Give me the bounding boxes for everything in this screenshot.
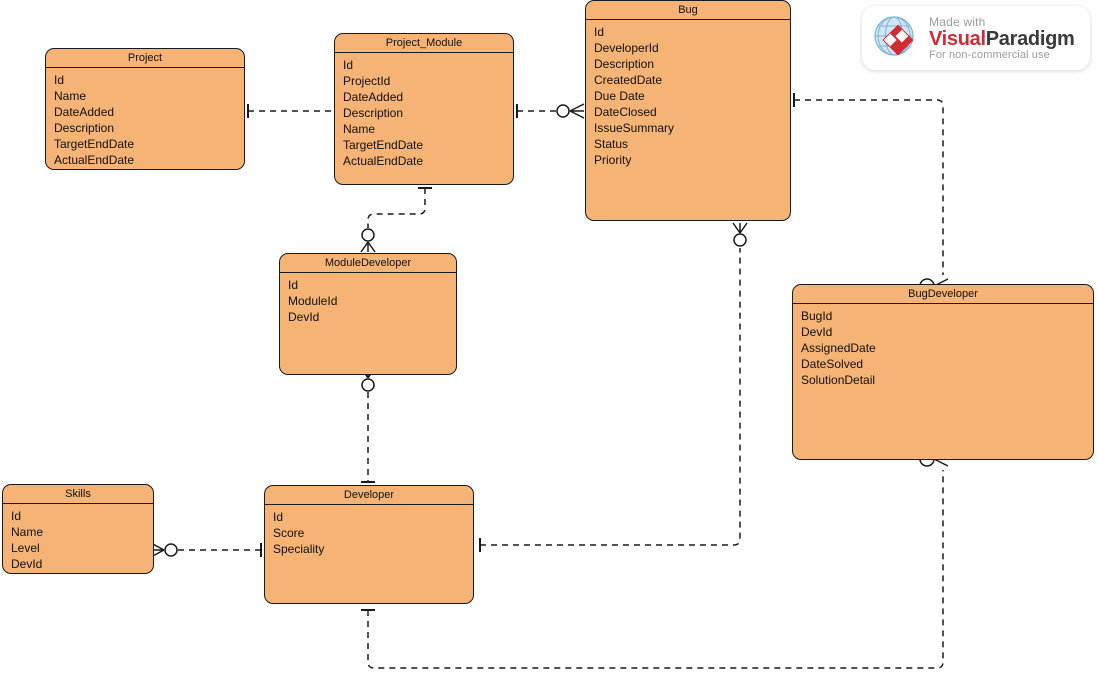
attribute: Name [54, 89, 87, 103]
attribute-list: Id ProjectId DateAdded Description Name … [335, 53, 513, 169]
attribute: Id [594, 25, 605, 39]
attribute: ProjectId [343, 74, 391, 88]
attribute: DateSolved [801, 357, 864, 371]
connector-bug-bugdeveloper[interactable] [793, 93, 949, 294]
entity-title: Project [46, 49, 244, 68]
attribute: Id [11, 509, 22, 523]
attribute-list: Id DeveloperId Description CreatedDate D… [586, 20, 790, 168]
attribute: Description [594, 57, 655, 71]
attribute: TargetEndDate [54, 137, 135, 151]
attribute: Name [343, 122, 376, 136]
watermark-product-first: Visual [929, 27, 986, 50]
entity-skills[interactable]: Skills Id Name Level DevId [2, 484, 154, 574]
watermark-license: For non-commercial use [929, 48, 1050, 61]
attribute: ActualEndDate [343, 154, 424, 168]
attribute: DevId [288, 310, 320, 324]
entity-project[interactable]: Project Id Name DateAdded Description Ta… [45, 48, 245, 170]
connector-developer-bug[interactable] [479, 222, 748, 552]
connector-moduledeveloper-developer[interactable] [360, 367, 376, 483]
attribute: Id [288, 278, 299, 292]
attribute: Due Date [594, 89, 645, 103]
entity-bug[interactable]: Bug Id DeveloperId Description CreatedDa… [585, 0, 791, 221]
attribute: Name [11, 525, 44, 539]
attribute: Id [343, 58, 354, 72]
attribute: TargetEndDate [343, 138, 424, 152]
entity-title: Skills [3, 485, 153, 504]
visual-paradigm-watermark: Made with VisualParadigm For non-commerc… [862, 6, 1090, 70]
attribute: SolutionDetail [801, 373, 876, 387]
attribute-list: Id Name DateAdded Description TargetEndD… [46, 68, 244, 168]
attribute: DateClosed [594, 105, 657, 119]
attribute-list: BugId DevId AssignedDate DateSolved Solu… [793, 304, 1093, 388]
entity-project-module[interactable]: Project_Module Id ProjectId DateAdded De… [334, 33, 514, 185]
watermark-made-with: Made with [929, 14, 986, 29]
connector-projectmodule-moduledeveloper[interactable] [360, 187, 432, 253]
entity-bug-developer[interactable]: BugDeveloper BugId DevId AssignedDate Da… [792, 284, 1094, 460]
attribute: Id [54, 73, 65, 87]
attribute: Id [273, 510, 284, 524]
attribute: IssueSummary [594, 121, 675, 135]
connector-skills-developer[interactable] [150, 542, 262, 558]
attribute-list: Id ModuleId DevId [280, 273, 456, 325]
entity-title: Project_Module [335, 34, 513, 53]
attribute: ModuleId [288, 294, 338, 308]
attribute: Status [594, 137, 629, 151]
attribute: AssignedDate [801, 341, 876, 355]
entity-title: Developer [265, 486, 473, 505]
attribute: BugId [801, 309, 833, 323]
entity-title: BugDeveloper [793, 285, 1093, 304]
attribute: Score [273, 526, 305, 540]
watermark-product-second: Paradigm [985, 27, 1075, 50]
attribute: DevId [11, 557, 43, 571]
attribute: DeveloperId [594, 41, 659, 55]
attribute: Description [343, 106, 404, 120]
attribute: DevId [801, 325, 833, 339]
attribute: DateAdded [54, 105, 115, 119]
attribute: Priority [594, 153, 632, 167]
entity-title: ModuleDeveloper [280, 254, 456, 273]
attribute: CreatedDate [594, 73, 663, 87]
attribute: Speciality [273, 542, 325, 556]
attribute: ActualEndDate [54, 153, 135, 167]
attribute-list: Id Name Level DevId [3, 504, 153, 572]
entity-module-developer[interactable]: ModuleDeveloper Id ModuleId DevId [279, 253, 457, 375]
attribute: Level [11, 541, 40, 555]
attribute: Description [54, 121, 115, 135]
entity-developer[interactable]: Developer Id Score Speciality [264, 485, 474, 604]
attribute: DateAdded [343, 90, 404, 104]
watermark-text: Made with VisualParadigm For non-commerc… [929, 16, 1075, 61]
connector-projectmodule-bug[interactable] [516, 103, 585, 119]
attribute-list: Id Score Speciality [265, 505, 473, 557]
watermark-product-name: VisualParadigm [929, 29, 1075, 49]
entity-title: Bug [586, 1, 790, 20]
visual-paradigm-logo-icon [872, 14, 920, 62]
